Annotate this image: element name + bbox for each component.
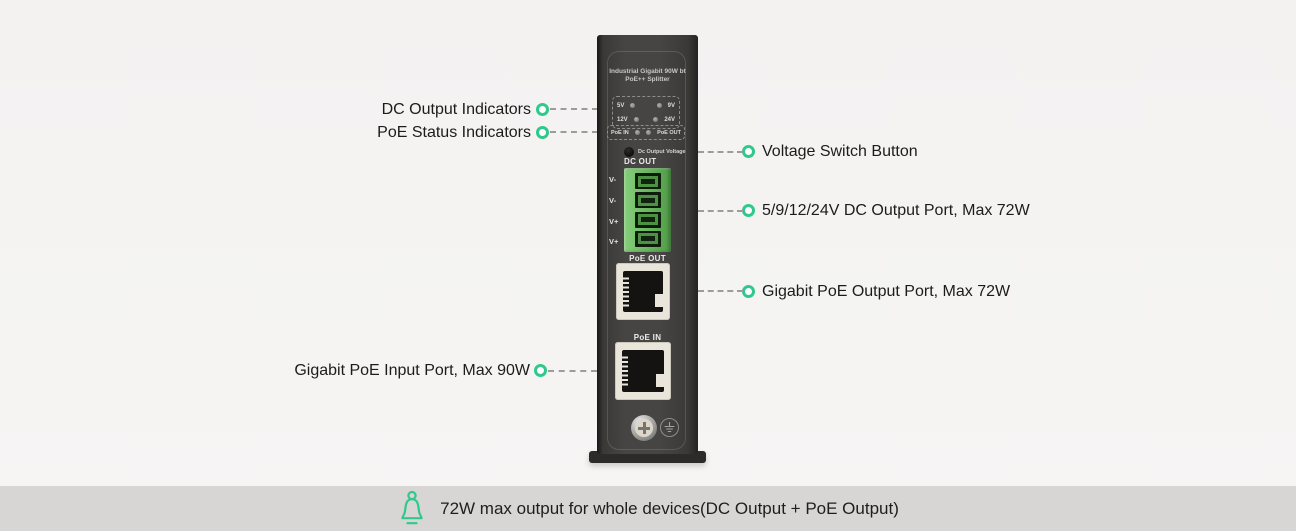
callout-poe-input-port: Gigabit PoE Input Port, Max 90W — [294, 362, 530, 379]
callout-marker-icon — [742, 204, 755, 217]
voltage-switch-button[interactable] — [624, 147, 634, 157]
footer-note-text: 72W max output for whole devices(DC Outp… — [440, 498, 899, 518]
led-dot-icon — [646, 130, 652, 135]
led-label-poe-in: PoE IN — [611, 129, 629, 136]
device-title-line1: Industrial Gigabit 90W bt — [609, 68, 686, 75]
device-bottom-flange — [589, 451, 706, 463]
leader-line — [698, 290, 743, 292]
callout-marker-icon — [536, 126, 549, 139]
terminal-socket[interactable] — [634, 230, 661, 247]
terminal-label-vplus-2: V+ — [609, 237, 619, 246]
callout-marker-icon — [742, 145, 755, 158]
led-12v: 12V — [617, 117, 646, 123]
leader-line — [550, 108, 598, 110]
dc-output-indicators-group: 5V 9V 12V 24V — [612, 96, 680, 129]
rj45-jack-icon — [623, 271, 664, 312]
led-dot-icon — [630, 103, 636, 108]
rj45-jack-icon — [622, 350, 665, 392]
terminal-socket-opening — [637, 194, 658, 206]
led-dot-icon — [653, 117, 659, 122]
terminal-socket-opening — [637, 233, 658, 245]
poe-in-section-label: PoE IN — [633, 333, 662, 342]
dc-output-terminal-block[interactable] — [624, 168, 671, 252]
leader-line — [698, 151, 743, 153]
poe-splitter-device: Industrial Gigabit 90W bt PoE++ Splitter… — [597, 35, 698, 454]
callout-marker-icon — [742, 285, 755, 298]
callout-poe-status-indicators: PoE Status Indicators — [377, 124, 531, 141]
led-5v: 5V — [617, 103, 646, 109]
grounding-screw — [631, 415, 657, 441]
led-label-poe-out: PoE OUT — [657, 129, 681, 136]
device-title-line2: PoE++ Splitter — [625, 76, 670, 83]
poe-status-indicators-group: PoE IN PoE OUT — [607, 125, 685, 140]
screw-head-icon — [635, 419, 653, 437]
callout-poe-output-port: Gigabit PoE Output Port, Max 72W — [762, 283, 1011, 300]
callout-marker-icon — [536, 103, 549, 116]
leader-line — [550, 131, 598, 133]
terminal-socket-opening — [637, 214, 658, 226]
led-9v: 9V — [646, 103, 675, 109]
earth-ground-icon — [660, 418, 679, 437]
terminal-socket[interactable] — [634, 192, 661, 209]
led-label: 9V — [667, 102, 675, 109]
led-dot-icon — [634, 130, 640, 135]
terminal-socket-opening — [637, 175, 658, 187]
terminal-label-vplus-1: V+ — [609, 217, 619, 226]
led-label: 12V — [617, 116, 628, 123]
bell-icon — [401, 490, 423, 524]
leader-line — [698, 210, 743, 212]
dc-out-section-label: DC OUT — [624, 157, 657, 166]
terminal-socket[interactable] — [634, 173, 661, 190]
led-dot-icon — [633, 117, 639, 122]
led-24v: 24V — [646, 117, 675, 123]
callout-dc-output-indicators: DC Output Indicators — [381, 101, 531, 118]
leader-line — [548, 370, 597, 372]
voltage-switch-label: Dc Output Voltage — [638, 149, 686, 155]
footer-note-bar: 72W max output for whole devices(DC Outp… — [0, 486, 1296, 531]
poe-input-port[interactable] — [615, 342, 671, 400]
callout-marker-icon — [534, 364, 547, 377]
callout-voltage-switch-button: Voltage Switch Button — [762, 143, 918, 160]
led-label: 5V — [617, 102, 625, 109]
poe-output-port[interactable] — [616, 263, 670, 320]
poe-out-section-label: PoE OUT — [629, 254, 666, 263]
callout-dc-output-port: 5/9/12/24V DC Output Port, Max 72W — [762, 202, 1030, 219]
device-front-panel — [607, 51, 686, 450]
led-dot-icon — [656, 103, 662, 108]
terminal-socket[interactable] — [634, 211, 661, 228]
terminal-label-vminus-1: V- — [609, 175, 617, 184]
led-label: 24V — [664, 116, 675, 123]
terminal-label-vminus-2: V- — [609, 196, 617, 205]
device-title: Industrial Gigabit 90W bt PoE++ Splitter — [597, 68, 698, 84]
